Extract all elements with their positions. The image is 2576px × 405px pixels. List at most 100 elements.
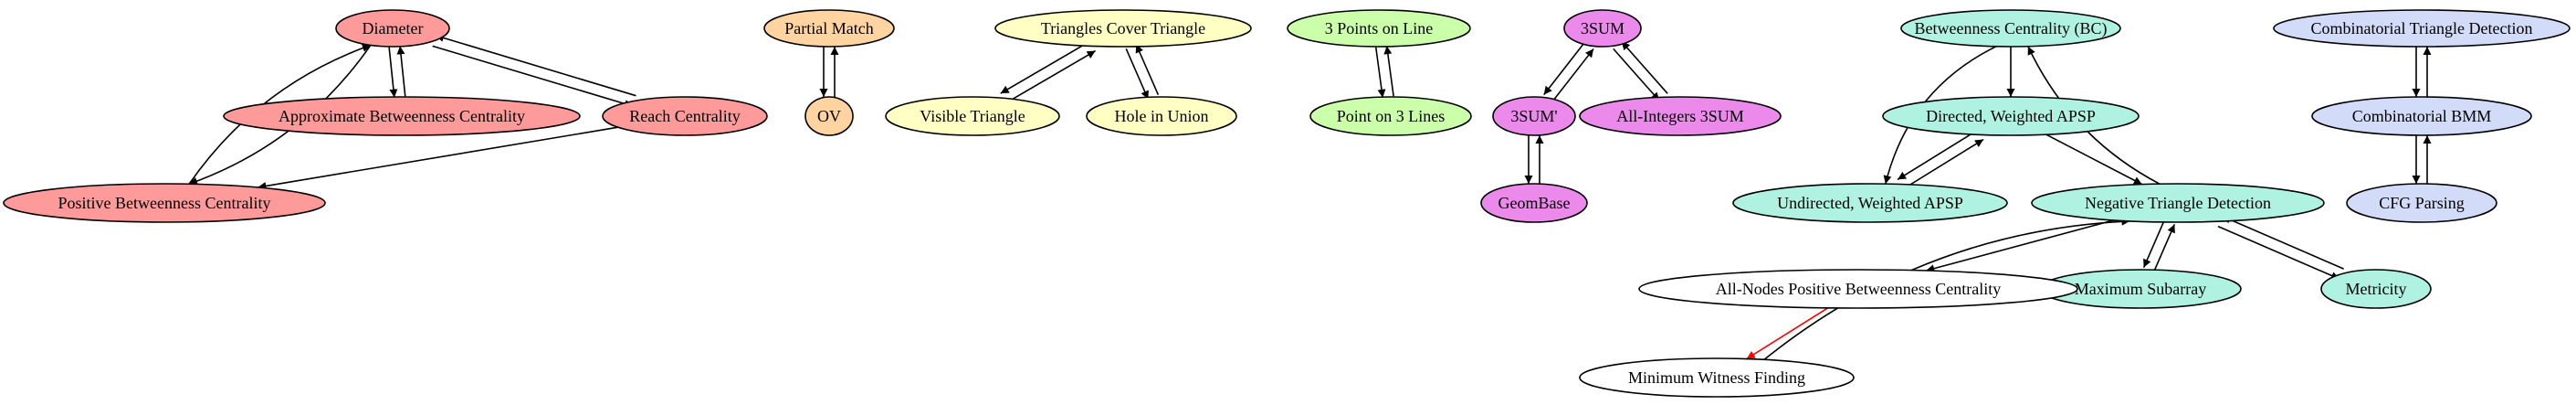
edge-dw_apsp-to-uw_apsp (1897, 129, 1979, 181)
edge-reach-to-diameter (435, 34, 636, 97)
node-ov: OV (804, 96, 854, 136)
edge-visible_tri-to-tri_cover (1005, 49, 1097, 104)
node-metricity: Metricity (2320, 269, 2432, 309)
edge-diameter-to-approx_bc (388, 47, 398, 98)
node-label: 3SUM' (1510, 107, 1557, 125)
node-label: GeomBase (1498, 194, 1571, 212)
node-3sum: 3SUM (1563, 9, 1642, 48)
node-label: Combinatorial BMM (2352, 107, 2492, 125)
node-ellipse (2346, 183, 2497, 223)
node-ellipse (1900, 9, 2121, 48)
edge-3sum-to-all_int_3sum (1613, 48, 1660, 101)
node-label: OV (817, 107, 841, 125)
node-pos-bc: Positive Betweenness Centrality (3, 183, 326, 223)
node-ellipse (763, 9, 895, 48)
edge-three_points-to-point_three_lines (1374, 47, 1386, 98)
node-ellipse (1492, 96, 1576, 136)
node-label: Undirected, Weighted APSP (1777, 194, 1963, 212)
edge-hole_union-to-tri_cover (1135, 44, 1160, 96)
edge-point_three_lines-to-three_points (1383, 46, 1394, 97)
node-tri-cover: Triangles Cover Triangle (994, 9, 1252, 48)
node-ellipse (1732, 183, 2008, 223)
node-ellipse (3, 183, 326, 223)
edge-max_subarray-to-neg_tri (2152, 224, 2176, 272)
node-label: All-Nodes Positive Betweenness Centralit… (1716, 280, 2001, 298)
node-ellipse (1287, 9, 1471, 48)
node-uw-apsp: Undirected, Weighted APSP (1732, 183, 2008, 223)
node-ellipse (994, 9, 1252, 48)
node-all-int-3sum: All-Integers 3SUM (1579, 96, 1782, 136)
edge-dw_apsp-to-neg_tri (2045, 133, 2143, 186)
node-comb-bmm: Combinatorial BMM (2311, 96, 2532, 136)
edge-3sum-to-3sum_prime (1543, 41, 1586, 96)
node-ellipse (1579, 357, 1855, 398)
node-min-witness: Minimum Witness Finding (1579, 357, 1855, 398)
node-3sum-prime: 3SUM' (1492, 96, 1576, 136)
node-ellipse (1086, 96, 1237, 136)
edge-diameter-to-reach (432, 45, 634, 108)
node-max-subarray: Maximum Subarray (2039, 269, 2242, 309)
node-label: All-Integers 3SUM (1616, 107, 1743, 125)
edge-all_nodes_pbc-to-min_witness (1746, 307, 1829, 360)
node-visible-tri: Visible Triangle (885, 96, 1060, 136)
node-label: Positive Betweenness Centrality (58, 194, 271, 212)
node-label: 3 Points on Line (1325, 19, 1434, 37)
node-all-nodes-pbc: All-Nodes Positive Betweenness Centralit… (1638, 269, 2078, 309)
node-label: Maximum Subarray (2075, 280, 2206, 298)
node-diameter: Diameter (335, 9, 450, 48)
node-comb-tri: Combinatorial Triangle Detection (2273, 9, 2571, 48)
node-label: Minimum Witness Finding (1628, 368, 1805, 387)
node-ellipse (804, 96, 854, 136)
node-hole-union: Hole in Union (1086, 96, 1237, 136)
node-label: Betweenness Centrality (BC) (1915, 19, 2108, 38)
edge-approx_bc-to-diameter (396, 46, 406, 97)
node-ellipse (2320, 269, 2432, 309)
node-label: Visible Triangle (920, 107, 1025, 125)
node-ellipse (2031, 183, 2325, 223)
edge-3sum_prime-to-3sum (1551, 48, 1594, 102)
node-cfg: CFG Parsing (2346, 183, 2497, 223)
edge-layer (188, 34, 2432, 360)
node-ellipse (2273, 9, 2571, 48)
node-ellipse (1309, 96, 1472, 136)
node-ellipse (1882, 96, 2140, 136)
node-label: Negative Triangle Detection (2085, 194, 2271, 212)
node-approx-bc: Approximate Betweenness Centrality (223, 96, 581, 136)
node-label: Hole in Union (1115, 107, 1209, 125)
node-label: Directed, Weighted APSP (1926, 107, 2096, 125)
node-label: Approximate Betweenness Centrality (279, 107, 525, 125)
node-ellipse (2311, 96, 2532, 136)
node-ellipse (1579, 96, 1782, 136)
edge-neg_tri-to-metricity (2217, 225, 2340, 280)
node-ellipse (1638, 269, 2078, 309)
node-bc: Betweenness Centrality (BC) (1900, 9, 2121, 48)
node-ellipse (1480, 183, 1588, 223)
edge-tri_cover-to-hole_union (1125, 48, 1150, 100)
edge-uw_apsp-to-dw_apsp (1902, 138, 1984, 190)
node-label: Metricity (2346, 280, 2407, 298)
edge-neg_tri-to-all_nodes_pbc (1926, 219, 2114, 273)
node-label: Diameter (363, 19, 424, 37)
edge-all_int_3sum-to-3sum (1621, 40, 1668, 94)
node-ellipse (223, 96, 581, 136)
edge-metricity-to-neg_tri (2222, 215, 2344, 270)
edge-neg_tri-to-max_subarray (2142, 219, 2166, 268)
node-label: CFG Parsing (2379, 194, 2465, 212)
node-label: Triangles Cover Triangle (1041, 19, 1205, 37)
node-ellipse (1563, 9, 1642, 48)
edge-tri_cover-to-visible_tri (1000, 40, 1091, 94)
node-label: Partial Match (784, 19, 873, 37)
edge-min_witness-to-neg_tri (1763, 217, 2130, 360)
node-label: Reach Centrality (629, 107, 740, 125)
node-partial-match: Partial Match (763, 9, 895, 48)
node-neg-tri: Negative Triangle Detection (2031, 183, 2325, 223)
node-label: 3SUM (1581, 19, 1624, 37)
node-three-points: 3 Points on Line (1287, 9, 1471, 48)
node-ellipse (602, 96, 768, 136)
node-reach: Reach Centrality (602, 96, 768, 136)
node-point-three-lines: Point on 3 Lines (1309, 96, 1472, 136)
node-dw-apsp: Directed, Weighted APSP (1882, 96, 2140, 136)
edge-reach-to-pos_bc (258, 126, 618, 190)
